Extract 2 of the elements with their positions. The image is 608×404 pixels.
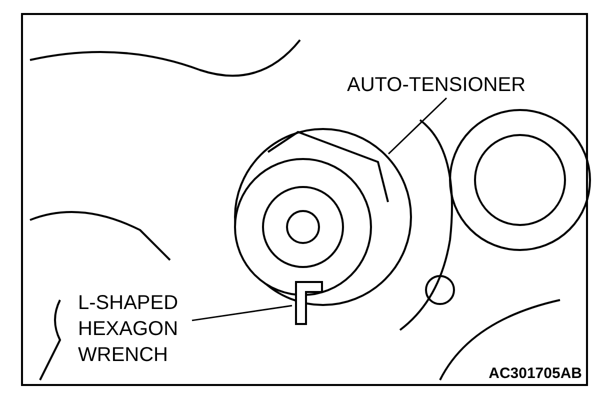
leader-line	[388, 97, 448, 154]
leader-line	[192, 304, 292, 322]
